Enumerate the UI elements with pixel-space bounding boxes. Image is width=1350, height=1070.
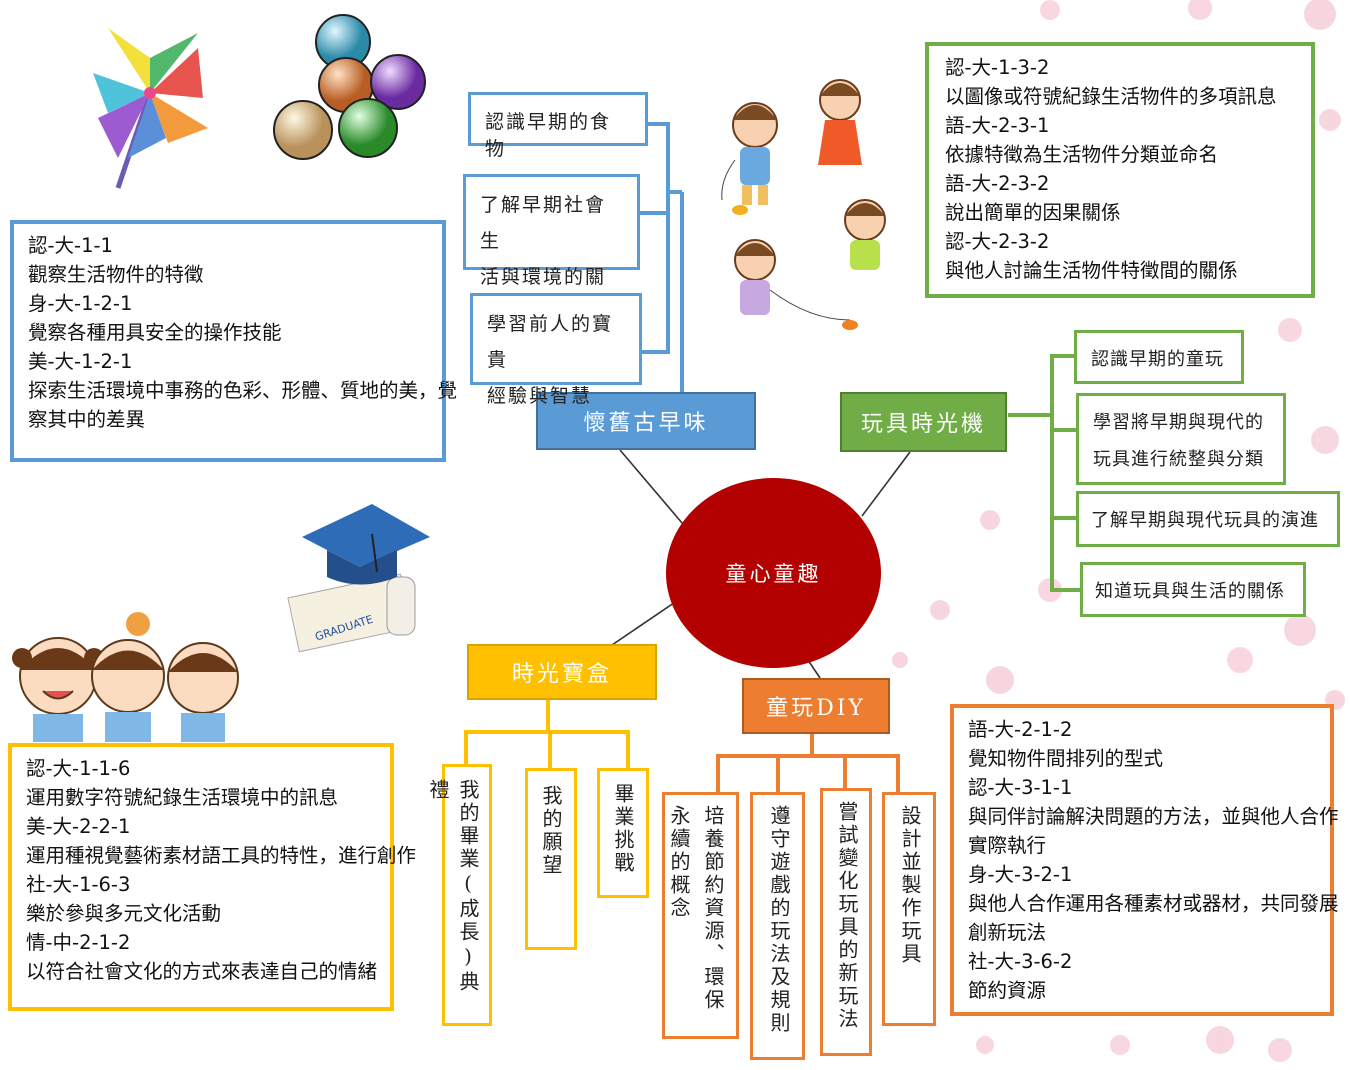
indicator-text: 觀察生活物件的特徵 xyxy=(28,263,204,286)
indicator-code: 認-大-2-3-2 xyxy=(945,230,1050,253)
toys-subtopic-label: 認識早期的童玩 xyxy=(1091,349,1224,370)
nostalgia-subtopic-label: 認識早期的食物 xyxy=(485,111,612,160)
indicator-code: 認-大-3-1-1 xyxy=(968,776,1073,799)
toys-subtopic-line: 學習將早期與現代的 xyxy=(1093,412,1264,433)
nostalgia-subtopic-line: 學習前人的寶貴 xyxy=(487,313,614,371)
toys-subtopic: 學習將早期與現代的 玩具進行統整與分類 xyxy=(1076,393,1286,485)
nostalgia-subtopic-line: 了解早期社會生 xyxy=(480,194,607,252)
treasure-subtopic: 我的願望 xyxy=(525,768,577,950)
indicator-code: 語-大-2-3-1 xyxy=(945,114,1050,137)
toys-subtopic: 了解早期與現代玩具的演進 xyxy=(1076,491,1340,547)
indicators-green-box: 認-大-1-3-2 以圖像或符號紀錄生活物件的多項訊息 語-大-2-3-1 依據… xyxy=(925,42,1315,298)
theme-diy-label: 童玩DIY xyxy=(766,696,866,721)
indicator-text: 以圖像或符號紀錄生活物件的多項訊息 xyxy=(945,85,1277,108)
indicator-text: 說出簡單的因果關係 xyxy=(945,201,1121,224)
center-label: 童心童趣 xyxy=(725,562,822,586)
kids-spinning-tops-illustration xyxy=(721,79,886,330)
kindergarten-kids-illustration xyxy=(12,612,239,742)
indicators-yellow-box: 認-大-1-1-6 運用數字符號紀錄生活環境中的訊息 美-大-2-2-1 運用種… xyxy=(8,743,417,1011)
indicator-code: 認-大-1-1-6 xyxy=(26,757,131,780)
nostalgia-subtopic: 學習前人的寶貴 經驗與智慧 xyxy=(470,293,642,407)
theme-toys-label: 玩具時光機 xyxy=(860,412,986,437)
indicator-text: 以符合社會文化的方式來表達自己的情緒 xyxy=(26,960,378,983)
indicator-code: 情-中-2-1-2 xyxy=(26,931,131,954)
indicator-text: 運用數字符號紀錄生活環境中的訊息 xyxy=(26,786,339,809)
toys-subtopic: 認識早期的童玩 xyxy=(1074,330,1244,384)
graduation-cap-icon: GRADUATE xyxy=(287,504,430,653)
diy-subtopic: 設計並製作玩具 xyxy=(882,792,936,1026)
indicator-text: 與他人討論生活物件特徵間的關係 xyxy=(945,259,1238,282)
center-node: 童心童趣 xyxy=(666,478,881,668)
indicator-text: 察其中的差異 xyxy=(28,408,146,431)
indicator-text: 樂於參與多元文化活動 xyxy=(26,902,222,925)
indicator-code: 美-大-1-2-1 xyxy=(28,350,133,373)
indicator-text: 與他人合作運用各種素材或器材，共同發展 xyxy=(968,892,1339,915)
indicator-code: 認-大-1-3-2 xyxy=(945,56,1050,79)
toys-subtopic: 知道玩具與生活的關係 xyxy=(1080,562,1306,617)
diy-subtopic: 遵守遊戲的玩法及規則 xyxy=(750,792,805,1060)
toys-subtopic-label: 知道玩具與生活的關係 xyxy=(1095,581,1285,602)
toys-subtopic-line: 玩具進行統整與分類 xyxy=(1093,449,1264,470)
theme-treasure-label: 時光寶盒 xyxy=(511,662,612,687)
indicator-code: 社-大-1-6-3 xyxy=(26,873,131,896)
indicator-text: 實際執行 xyxy=(968,834,1047,857)
indicators-blue-box: 認-大-1-1 觀察生活物件的特徵 身-大-1-2-1 覺察各種用具安全的操作技… xyxy=(10,220,458,462)
toys-subtopic-label: 了解早期與現代玩具的演進 xyxy=(1091,510,1319,531)
indicator-text: 創新玩法 xyxy=(968,921,1047,944)
pinwheel-icon xyxy=(93,28,208,189)
theme-diy: 童玩DIY xyxy=(742,678,890,734)
treasure-subtopic: 我的畢業(成長)典禮 xyxy=(426,764,492,1026)
indicator-text: 覺知物件間排列的型式 xyxy=(968,747,1164,770)
nostalgia-subtopic: 了解早期社會生 活與環境的關係 xyxy=(463,174,640,324)
diy-subtopic: 培養節約資源、環保永續的概念 xyxy=(662,792,739,1039)
nostalgia-subtopic-line: 經驗與智慧 xyxy=(487,385,593,407)
diy-subtopic-label: 培養節約資源、環保永續的概念 xyxy=(667,805,725,1012)
theme-nostalgia: 懷舊古早味 xyxy=(536,392,756,450)
diy-subtopic-label: 設計並製作玩具 xyxy=(898,805,922,966)
indicator-text: 運用種視覺藝術素材語工具的特性，進行創作 xyxy=(26,844,417,867)
treasure-subtopic-label: 我的願望 xyxy=(539,785,563,877)
theme-toys: 玩具時光機 xyxy=(840,392,1007,452)
indicator-code: 身-大-1-2-1 xyxy=(28,292,133,315)
indicator-text: 探索生活環境中事務的色彩、形體、質地的美，覺 xyxy=(28,379,458,402)
marbles-icon xyxy=(273,14,426,160)
treasure-subtopic-label: 我的畢業(成長)典禮 xyxy=(426,779,480,994)
indicator-text: 與同伴討論解決問題的方法，並與他人合作 xyxy=(968,805,1339,828)
treasure-subtopic: 畢業挑戰 xyxy=(597,768,649,898)
diy-subtopic: 嘗試變化玩具的新玩法 xyxy=(820,788,872,1056)
indicators-orange-box: 語-大-2-1-2 覺知物件間排列的型式 認-大-3-1-1 與同伴討論解決問題… xyxy=(950,704,1339,1016)
indicator-text: 依據特徵為生活物件分類並命名 xyxy=(945,143,1219,166)
indicator-text: 覺察各種用具安全的操作技能 xyxy=(28,321,282,344)
indicator-code: 社-大-3-6-2 xyxy=(968,950,1073,973)
theme-treasure: 時光寶盒 xyxy=(467,644,657,700)
diy-subtopic-label: 嘗試變化玩具的新玩法 xyxy=(835,801,859,1031)
indicator-text: 節約資源 xyxy=(968,979,1047,1002)
indicator-code: 美-大-2-2-1 xyxy=(26,815,131,838)
indicator-code: 身-大-3-2-1 xyxy=(968,863,1073,886)
diy-subtopic-label: 遵守遊戲的玩法及規則 xyxy=(767,805,791,1035)
treasure-subtopic-label: 畢業挑戰 xyxy=(611,783,635,875)
theme-nostalgia-label: 懷舊古早味 xyxy=(583,411,709,436)
indicator-code: 語-大-2-1-2 xyxy=(968,718,1073,741)
nostalgia-subtopic: 認識早期的食物 xyxy=(468,92,648,160)
indicator-code: 語-大-2-3-2 xyxy=(945,172,1050,195)
indicator-code: 認-大-1-1 xyxy=(28,234,113,257)
